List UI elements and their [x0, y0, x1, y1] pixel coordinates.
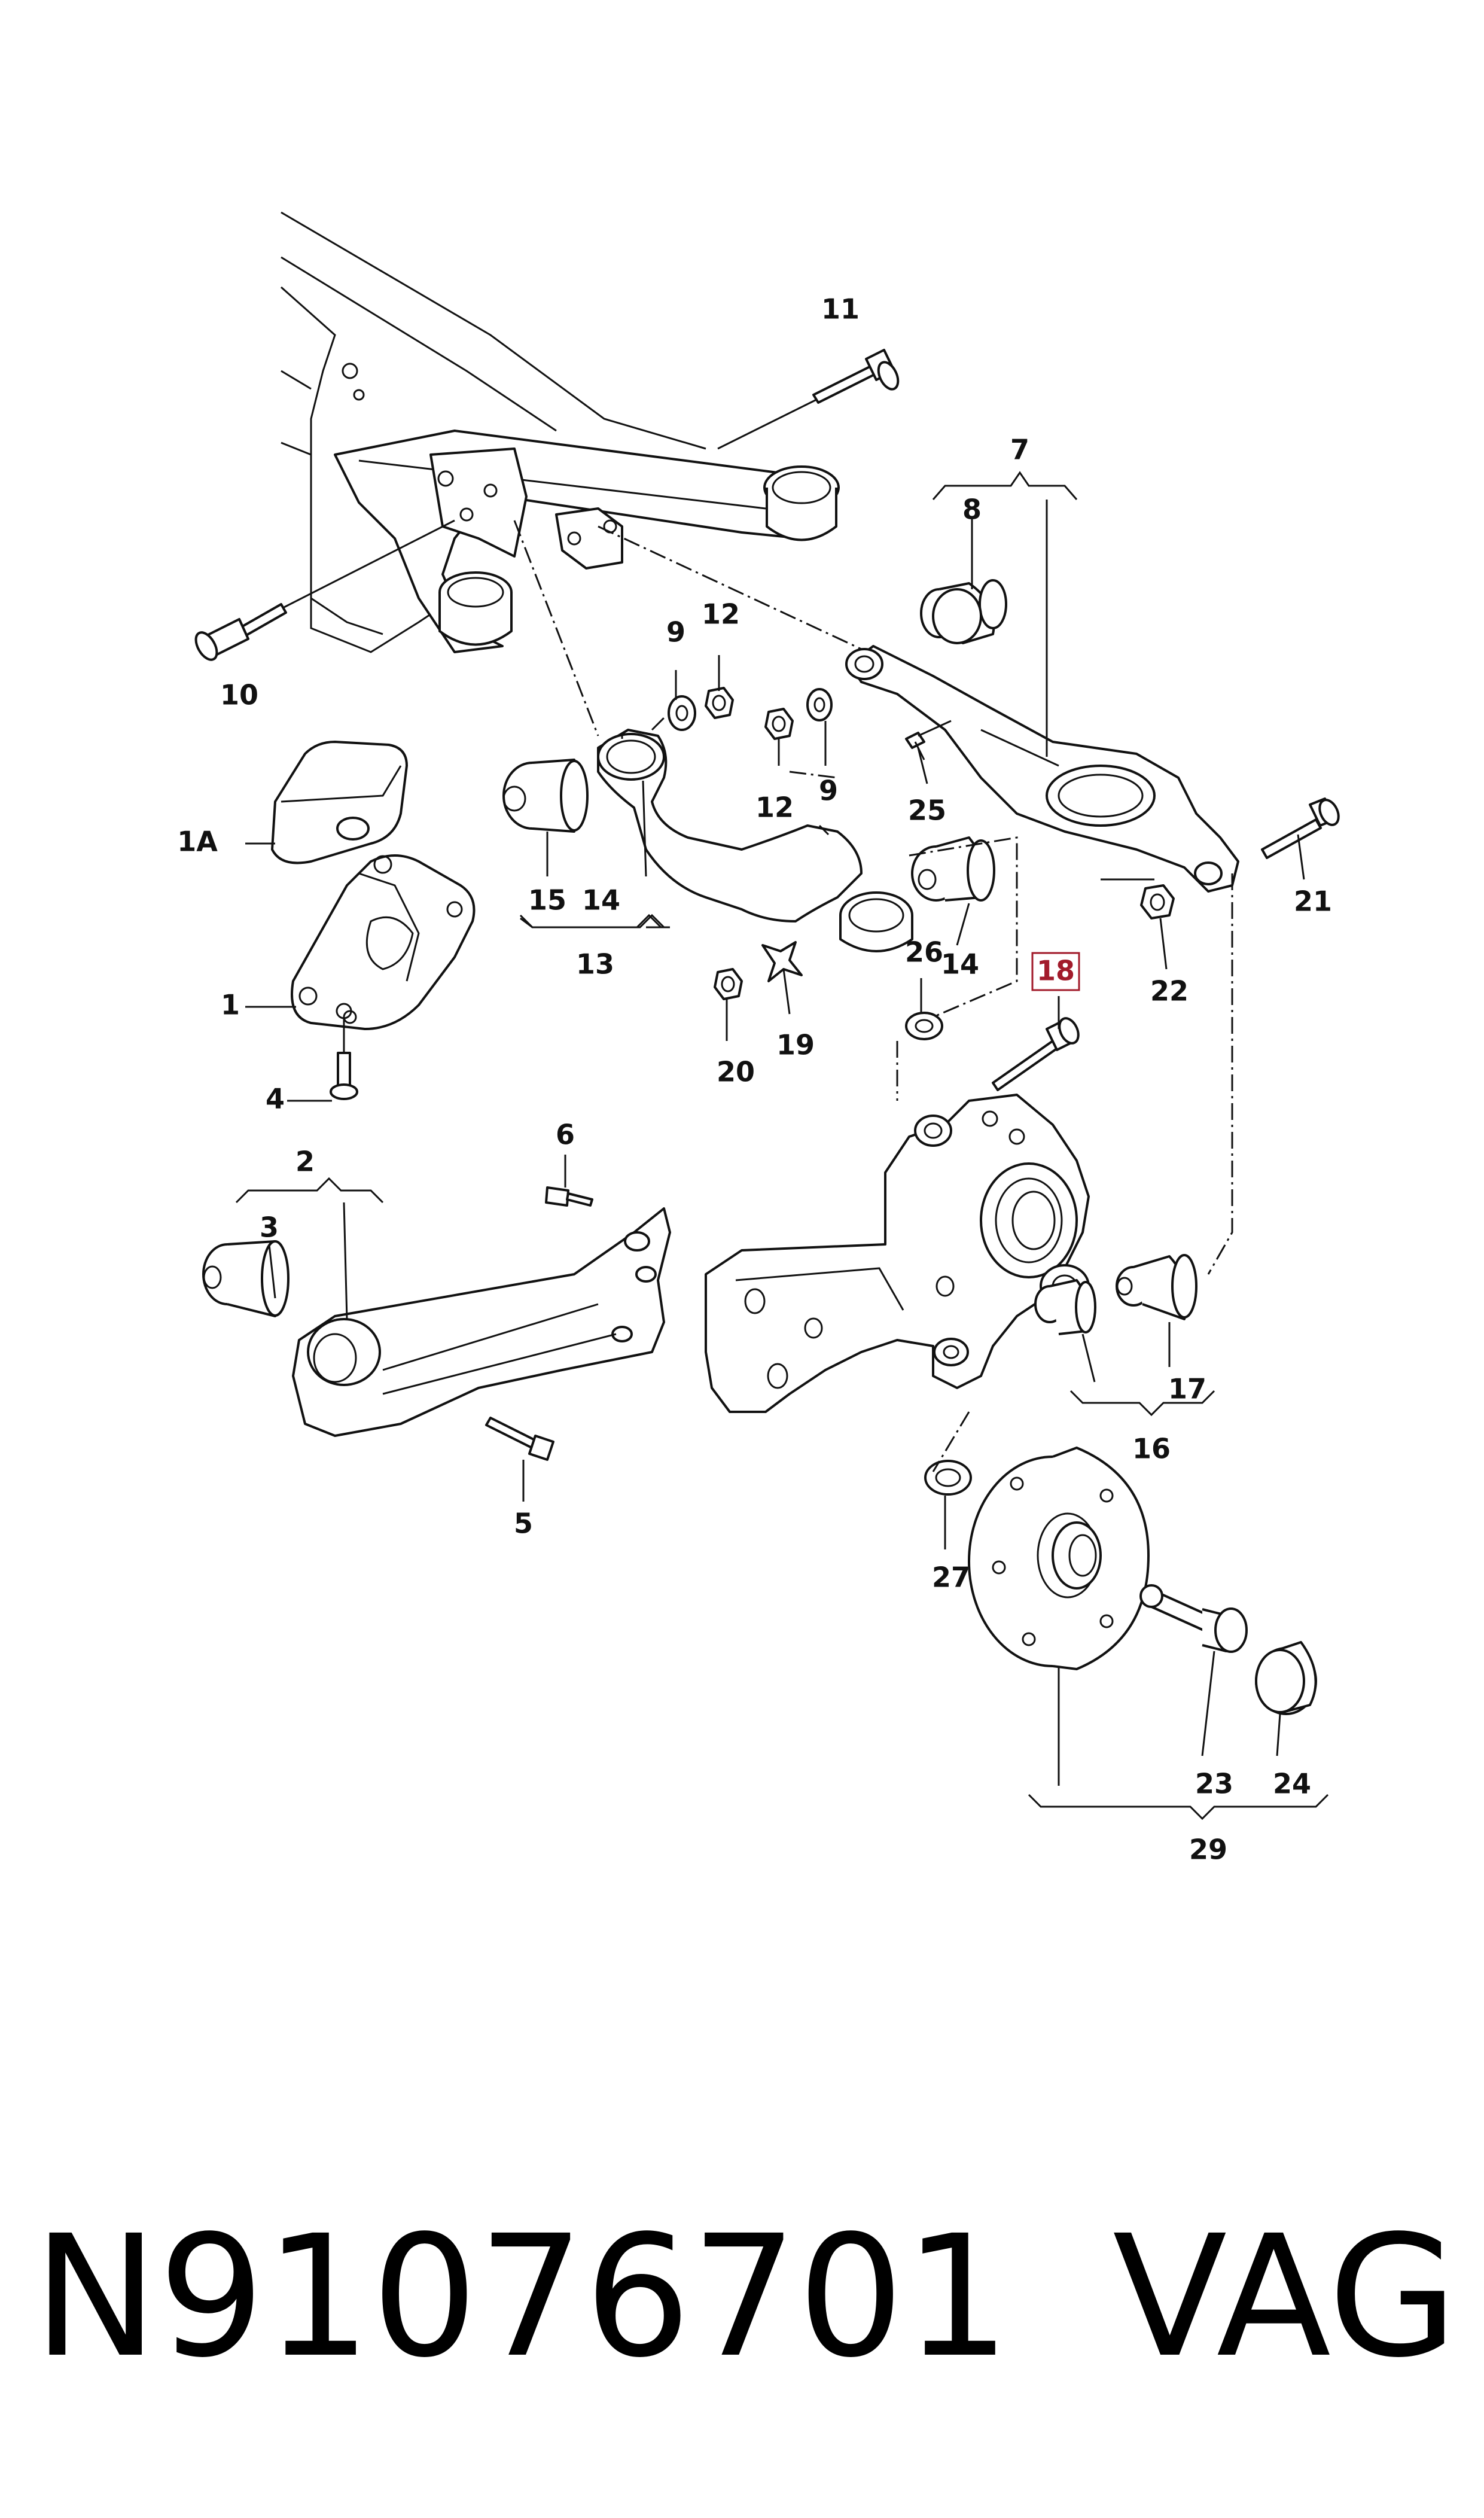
seal-27-drawing — [924, 1460, 972, 1496]
bolt-11-drawing — [717, 349, 900, 450]
bushing-3-drawing — [202, 1240, 290, 1317]
callout-19[interactable]: 19 — [776, 1029, 815, 1061]
callout-7[interactable]: 7 — [1010, 434, 1029, 466]
callout-25[interactable]: 25 — [908, 794, 946, 827]
callout-11[interactable]: 11 — [821, 293, 860, 325]
assembly-lines — [513, 520, 1233, 1472]
bolt-10-drawing — [194, 519, 455, 661]
screw-6-drawing — [545, 1186, 593, 1207]
bolt-23-drawing — [1139, 1584, 1248, 1653]
lower-arm-7-drawing — [845, 645, 1239, 893]
callout-10[interactable]: 10 — [220, 679, 258, 711]
callout-18[interactable]: 18 — [1037, 955, 1075, 987]
callout-12-bottom[interactable]: 12 — [755, 791, 794, 824]
callout-15[interactable]: 15 — [528, 884, 566, 917]
callout-21[interactable]: 21 — [1294, 885, 1332, 918]
bushing-14-drawing — [911, 836, 995, 902]
wheel-hub-29-drawing — [968, 1447, 1150, 1670]
part-number: N91076701 — [33, 2200, 1011, 2395]
callout-22[interactable]: 22 — [1150, 975, 1189, 1007]
callout-6[interactable]: 6 — [556, 1119, 575, 1151]
washers-nuts-drawing — [668, 687, 833, 740]
callout-9-right[interactable]: 9 — [819, 775, 838, 807]
callout-29[interactable]: 29 — [1189, 1834, 1227, 1866]
callout-5[interactable]: 5 — [514, 1508, 533, 1540]
bolt-18-drawing — [992, 1017, 1080, 1091]
washer-26-drawing — [905, 1012, 943, 1040]
bolt-21-drawing — [1261, 797, 1340, 859]
callout-1[interactable]: 1 — [221, 989, 240, 1021]
clip-nut-drawing — [714, 941, 803, 1000]
nut-22-drawing — [1140, 884, 1175, 919]
callout-2[interactable]: 2 — [295, 1146, 315, 1178]
cap-24-drawing — [1255, 1641, 1317, 1715]
callout-17[interactable]: 17 — [1168, 1373, 1206, 1405]
callout-8[interactable]: 8 — [962, 494, 982, 526]
wheel-carrier-drawing — [705, 1094, 1090, 1413]
screw-4-drawing — [330, 1017, 358, 1100]
callout-27[interactable]: 27 — [932, 1561, 970, 1594]
callout-1a[interactable]: 1A — [177, 826, 218, 858]
upper-arm-13-drawing — [597, 729, 913, 952]
callout-9-left[interactable]: 9 — [666, 616, 685, 648]
callout-23[interactable]: 23 — [1195, 1768, 1233, 1800]
mount-bracket-1-drawing — [291, 854, 476, 1030]
callout-4[interactable]: 4 — [266, 1083, 285, 1115]
brand-name: VAG — [1113, 2200, 1458, 2395]
trailing-arm-2-drawing — [292, 1207, 671, 1437]
bushing-8-drawing — [920, 579, 1007, 644]
screw-25-drawing — [905, 720, 952, 760]
subframe-drawing — [281, 211, 840, 653]
callout-26[interactable]: 26 — [905, 936, 943, 969]
callout-20[interactable]: 20 — [717, 1056, 755, 1088]
bushing-16-17-drawing — [1034, 1254, 1197, 1335]
bolt-5-drawing — [485, 1417, 554, 1461]
callout-3[interactable]: 3 — [260, 1211, 279, 1244]
callout-24[interactable]: 24 — [1273, 1768, 1311, 1800]
callout-12-top[interactable]: 12 — [702, 598, 740, 631]
mount-cover-1a-drawing — [271, 741, 408, 864]
bushing-15-drawing — [502, 759, 589, 833]
callout-16[interactable]: 16 — [1132, 1433, 1171, 1465]
callout-14-left[interactable]: 14 — [582, 884, 620, 917]
callout-13[interactable]: 13 — [576, 948, 614, 981]
callout-14-right[interactable]: 14 — [941, 948, 979, 981]
callout-18-highlight-box — [1031, 952, 1080, 991]
leader-lines — [235, 471, 1329, 1820]
callout-labels: 1 1A 2 3 4 5 6 7 8 9 9 10 11 12 12 13 14… — [177, 293, 1332, 1866]
